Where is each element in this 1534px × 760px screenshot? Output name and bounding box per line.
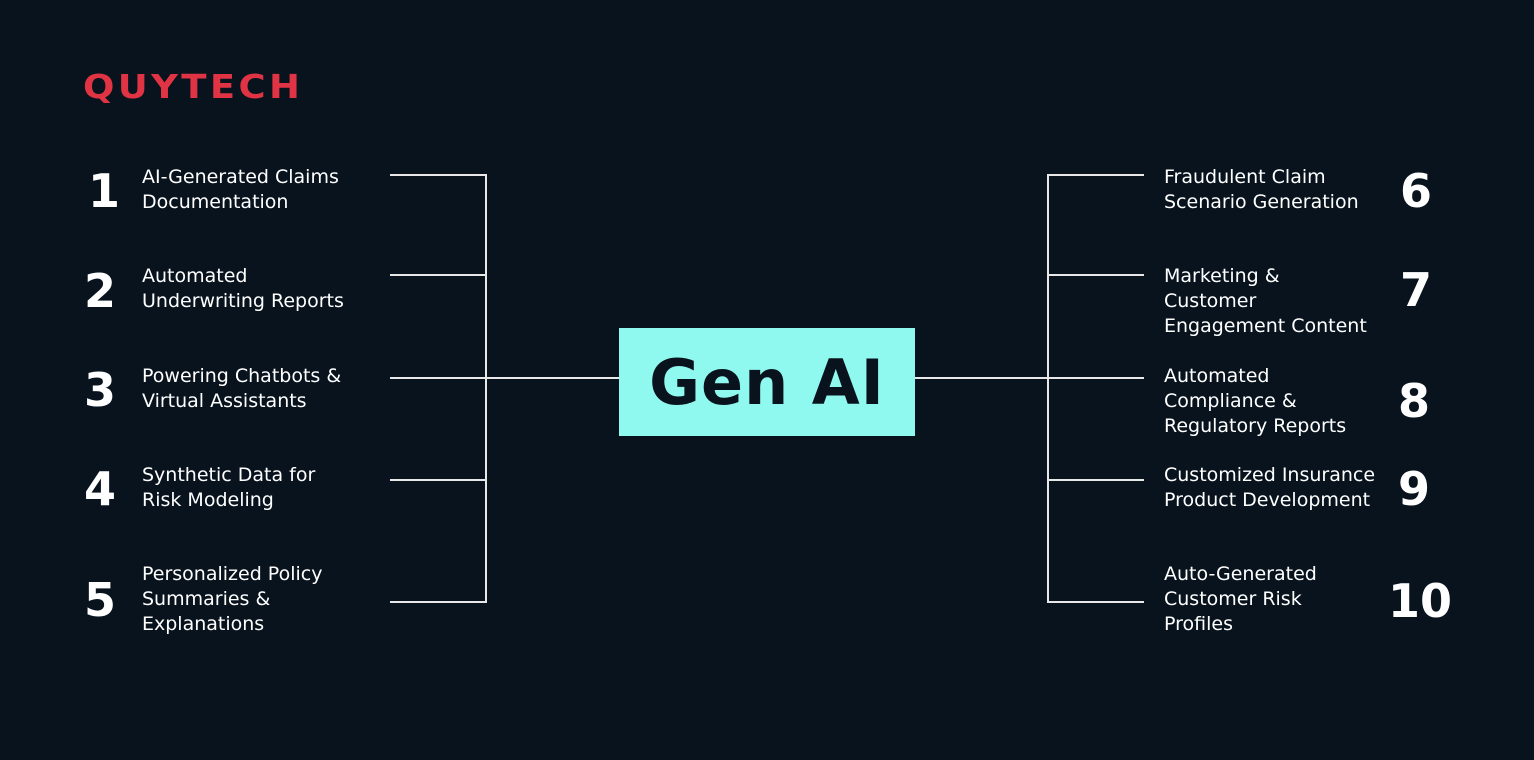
- item-number-9: 9: [1398, 462, 1431, 516]
- item-number-4: 4: [84, 462, 117, 516]
- connector-4: [390, 479, 486, 481]
- item-number-6: 6: [1400, 164, 1433, 218]
- item-number-5: 5: [84, 573, 117, 627]
- right-trunk: [915, 377, 1048, 379]
- item-label-3: Powering Chatbots & Virtual Assistants: [142, 365, 342, 412]
- right-bracket: [1047, 174, 1049, 603]
- connector-3: [390, 377, 486, 379]
- left-bracket: [485, 174, 487, 603]
- connector-10: [1048, 601, 1144, 603]
- quytech-logo: QUYTECH: [83, 67, 304, 106]
- item-label-2: Automated Underwriting Reports: [142, 265, 344, 312]
- connector-2: [390, 274, 486, 276]
- item-number-3: 3: [84, 363, 117, 417]
- item-label-6: Fraudulent Claim Scenario Generation: [1164, 166, 1359, 213]
- connector-8: [1048, 377, 1144, 379]
- item-number-1: 1: [88, 164, 121, 218]
- item-number-8: 8: [1398, 374, 1431, 428]
- left-trunk: [486, 377, 619, 379]
- connector-1: [390, 174, 486, 176]
- item-number-7: 7: [1400, 263, 1433, 317]
- gen-ai-title: Gen AI: [649, 345, 885, 419]
- item-number-2: 2: [84, 264, 117, 318]
- item-label-9: Customized Insurance Product Development: [1164, 464, 1376, 511]
- connector-9: [1048, 479, 1144, 481]
- connector-7: [1048, 274, 1144, 276]
- item-label-8: Automated Compliance & Regulatory Report…: [1164, 365, 1347, 437]
- item-label-10: Auto-Generated Customer Risk Profiles: [1164, 563, 1317, 635]
- item-label-4: Synthetic Data for Risk Modeling: [142, 464, 316, 511]
- item-label-7: Marketing & Customer Engagement Content: [1164, 265, 1367, 337]
- item-number-10: 10: [1388, 574, 1453, 628]
- gen-ai-hub: Gen AI: [619, 328, 915, 436]
- connector-6: [1048, 174, 1144, 176]
- connector-5: [390, 601, 486, 603]
- item-label-1: AI-Generated Claims Documentation: [142, 166, 339, 213]
- item-label-5: Personalized Policy Summaries & Explanat…: [142, 563, 323, 635]
